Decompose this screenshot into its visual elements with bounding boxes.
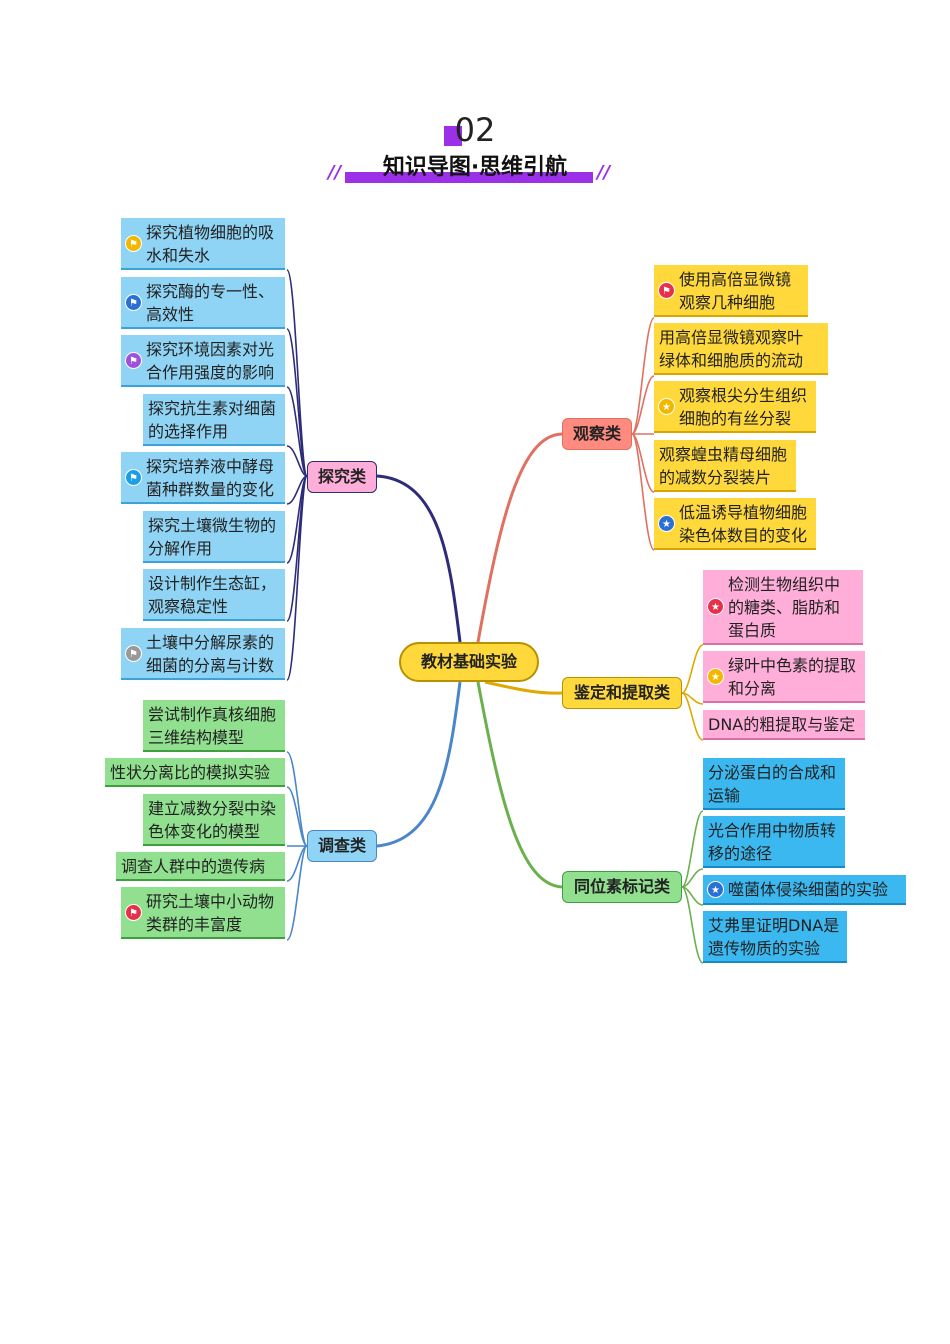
title-deco-right: // [597, 162, 611, 183]
leaf-tanjiu-4[interactable]: 探究抗生素对细菌的选择作用 [143, 394, 285, 446]
leaf-tanjiu-2[interactable]: ⚑ 探究酶的专一性、高效性 [121, 277, 285, 329]
flag-yellow-icon: ⚑ [125, 235, 142, 252]
flag-gray-icon: ⚑ [125, 645, 142, 662]
link-center-jianding [484, 680, 563, 695]
leaf-tanjiu-3[interactable]: ⚑ 探究环境因素对光合作用强度的影响 [121, 335, 285, 387]
branch-tongwei[interactable]: 同位素标记类 [562, 871, 682, 903]
links-guancha [631, 317, 655, 551]
flag-sky-icon: ⚑ [125, 469, 142, 486]
leaf-tongwei-2[interactable]: 光合作用中物质转移的途径 [703, 816, 845, 868]
leaf-guancha-3[interactable]: ★ 观察根尖分生组织细胞的有丝分裂 [654, 381, 816, 433]
number-accent-bar [444, 126, 462, 146]
page-title: 知识导图·思维引航 [382, 155, 568, 180]
leaf-guancha-5[interactable]: ★ 低温诱导植物细胞染色体数目的变化 [654, 498, 816, 550]
link-center-diaocha [376, 681, 462, 848]
leaf-tanjiu-8[interactable]: ⚑ 土壤中分解尿素的细菌的分离与计数 [121, 628, 285, 680]
branch-tanjiu[interactable]: 探究类 [307, 461, 377, 493]
leaf-jianding-3[interactable]: DNA的粗提取与鉴定 [703, 710, 865, 740]
leaf-diaocha-5[interactable]: ⚑ 研究土壤中小动物类群的丰富度 [121, 887, 285, 939]
leaf-tanjiu-7[interactable]: 设计制作生态缸，观察稳定性 [143, 569, 285, 621]
branch-guancha[interactable]: 观察类 [562, 418, 632, 450]
leaf-guancha-4[interactable]: 观察蝗虫精母细胞的减数分裂装片 [654, 440, 796, 492]
flag-red-icon: ⚑ [658, 282, 675, 299]
links-jianding [681, 644, 704, 741]
leaf-tanjiu-6[interactable]: 探究土壤微生物的分解作用 [143, 511, 285, 563]
flag-purple-icon: ⚑ [125, 352, 142, 369]
leaf-diaocha-1[interactable]: 尝试制作真核细胞三维结构模型 [143, 700, 285, 752]
leaf-tongwei-4[interactable]: 艾弗里证明DNA是遗传物质的实验 [703, 911, 847, 963]
leaf-tanjiu-1[interactable]: ⚑ 探究植物细胞的吸水和失水 [121, 218, 285, 270]
branch-diaocha[interactable]: 调查类 [307, 830, 377, 862]
link-center-guancha [476, 432, 563, 643]
center-node[interactable]: 教材基础实验 [399, 642, 539, 682]
leaf-tanjiu-5[interactable]: ⚑ 探究培养液中酵母菌种群数量的变化 [121, 452, 285, 504]
flag-red-icon: ⚑ [125, 904, 142, 921]
title-accent-bar [345, 172, 593, 183]
flag-blue-icon: ⚑ [125, 294, 142, 311]
title-deco-left: // [328, 162, 342, 183]
star-blue-icon: ★ [707, 881, 724, 898]
star-yellow-icon: ★ [658, 398, 675, 415]
branch-jianding[interactable]: 鉴定和提取类 [562, 677, 682, 709]
leaf-tongwei-3[interactable]: ★ 噬菌体侵染细菌的实验 [703, 875, 906, 905]
leaf-tongwei-1[interactable]: 分泌蛋白的合成和运输 [703, 758, 845, 810]
star-yellow-icon: ★ [707, 668, 724, 685]
leaf-diaocha-4[interactable]: 调查人群中的遗传病 [116, 852, 285, 881]
star-red-icon: ★ [707, 598, 724, 615]
section-number: 02 [454, 111, 496, 149]
leaf-diaocha-2[interactable]: 性状分离比的模拟实验 [105, 758, 285, 787]
leaf-jianding-1[interactable]: ★ 检测生物组织中的糖类、脂肪和蛋白质 [703, 570, 863, 645]
star-blue-icon: ★ [658, 515, 675, 532]
leaf-guancha-1[interactable]: ⚑ 使用高倍显微镜观察几种细胞 [654, 265, 808, 317]
links-tongwei [681, 810, 704, 964]
leaf-jianding-2[interactable]: ★ 绿叶中色素的提取和分离 [703, 651, 865, 703]
link-center-tongwei [476, 681, 563, 889]
leaf-diaocha-3[interactable]: 建立减数分裂中染色体变化的模型 [143, 794, 285, 846]
links-tanjiu [286, 269, 308, 681]
link-center-tanjiu [376, 474, 462, 643]
links-diaocha [286, 751, 308, 941]
leaf-guancha-2[interactable]: 用高倍显微镜观察叶绿体和细胞质的流动 [654, 323, 828, 375]
